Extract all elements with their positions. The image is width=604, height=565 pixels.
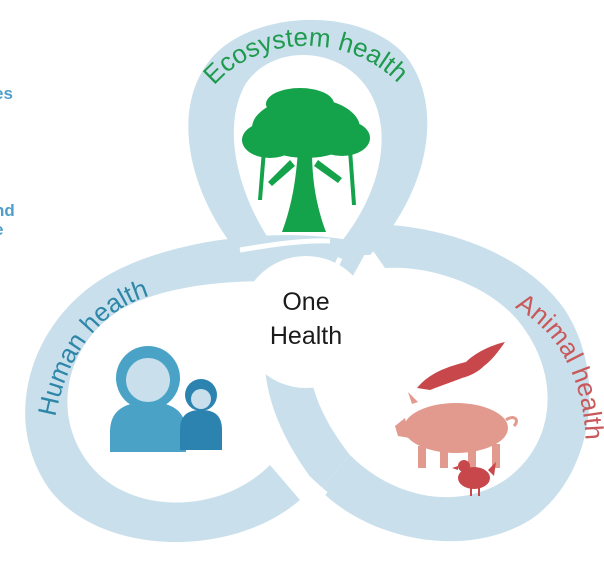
cropped-side-text-top: es xyxy=(0,84,13,103)
human-lobe xyxy=(25,235,371,543)
center-circle xyxy=(240,256,372,388)
bat-icon xyxy=(417,342,505,390)
cropped-side-text-bottom: nd e xyxy=(0,201,15,239)
child-face xyxy=(191,389,211,409)
center-label-line-2: Health xyxy=(270,322,342,350)
chicken-icon xyxy=(452,460,496,496)
pig-icon xyxy=(395,392,518,468)
animal-lobe xyxy=(320,224,590,542)
center-label-line-1: One xyxy=(282,288,329,316)
adult-face xyxy=(126,358,170,402)
tree-icon xyxy=(242,88,370,232)
ecosystem-lobe xyxy=(188,19,428,256)
people-icon xyxy=(110,346,222,452)
